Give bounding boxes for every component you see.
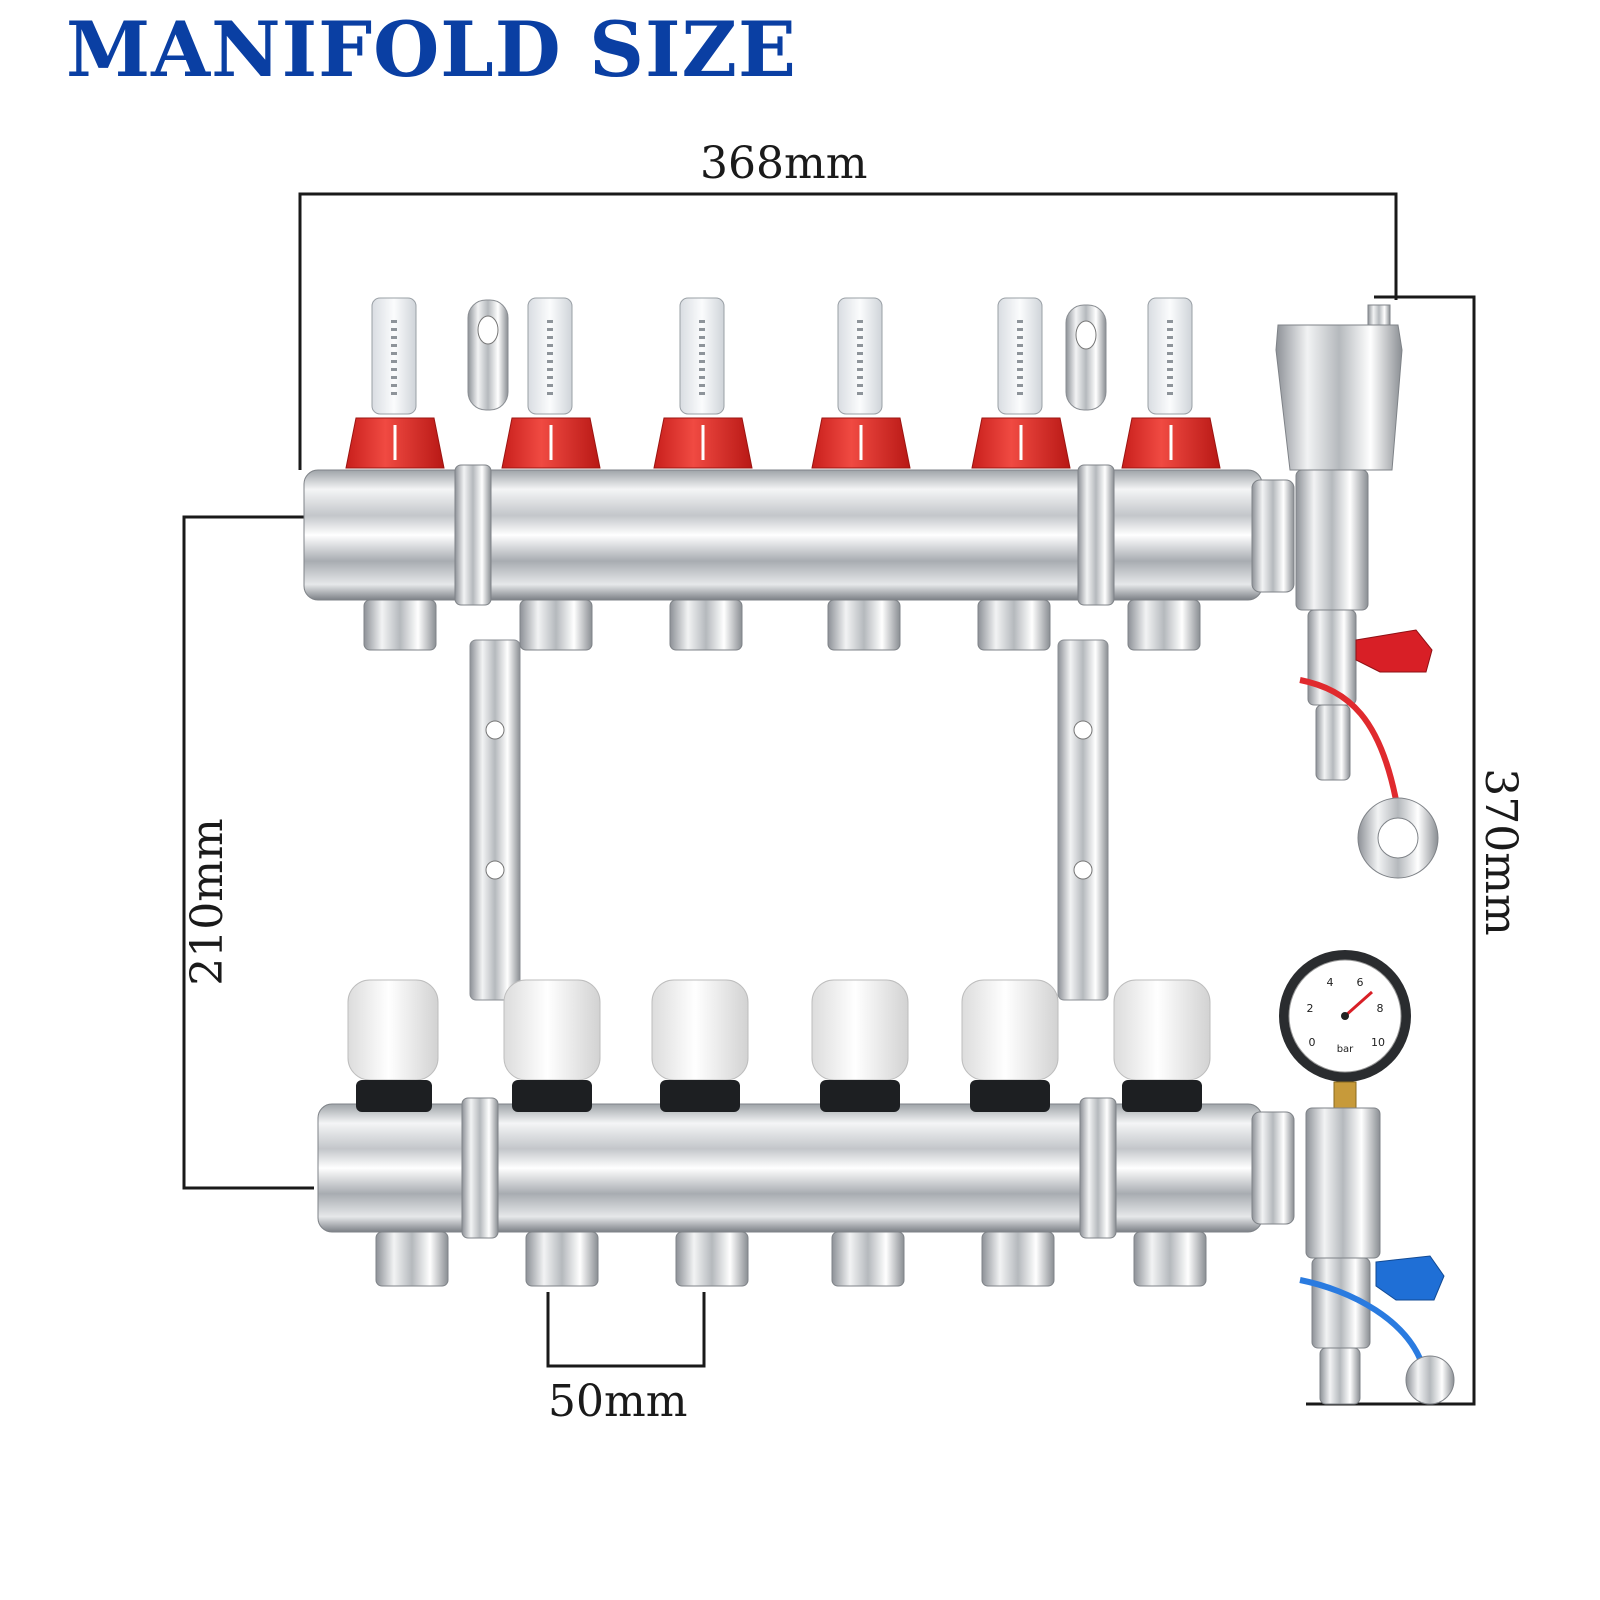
center-distance-label: 210mm [182, 818, 233, 986]
width-dimension-label: 368mm [700, 138, 868, 189]
valve-cap [651, 979, 749, 1112]
pressure-gauge [1279, 950, 1411, 1109]
width-dimension-line [298, 192, 1398, 470]
return-manifold-bar [317, 1097, 1295, 1239]
valve-cap [503, 979, 601, 1112]
supply-drain-valve-handle [1299, 629, 1439, 879]
center-dimension-line [182, 515, 314, 1190]
return-outlets [375, 1231, 1207, 1287]
gauge-tick: 8 [1377, 1002, 1384, 1015]
flowmeter [1121, 297, 1221, 469]
gauge-tick: 4 [1327, 976, 1334, 989]
gauge-labels: 0 2 4 6 8 10 bar [1307, 976, 1386, 1055]
gauge-tick: 2 [1307, 1002, 1314, 1015]
supply-outlets [363, 599, 1201, 651]
height-dimension-line [1306, 295, 1476, 1406]
valve-cap [347, 979, 439, 1112]
supply-manifold-bar [303, 464, 1295, 606]
dimension-lines [182, 192, 1476, 1406]
valve-cap [1113, 979, 1211, 1112]
return-drain-valve [1299, 1107, 1455, 1405]
page-title: MANIFOLD SIZE [66, 5, 797, 94]
valve-cap [961, 979, 1059, 1112]
return-valve-caps [347, 979, 1211, 1112]
spacing-dimension-line [546, 1292, 706, 1368]
air-vent [1275, 304, 1403, 781]
outlet-spacing-label: 50mm [548, 1376, 688, 1427]
flowmeter [971, 297, 1071, 469]
flowmeter [811, 297, 911, 469]
flowmeter [501, 297, 601, 469]
flowmeter [653, 297, 753, 469]
valve-cap [811, 979, 909, 1112]
gauge-tick: 6 [1357, 976, 1364, 989]
height-dimension-label: 370mm [1475, 768, 1526, 936]
gauge-tick: 0 [1309, 1036, 1316, 1049]
gauge-unit: bar [1337, 1044, 1354, 1055]
mounting-brackets [467, 299, 1109, 1001]
flowmeter [345, 297, 445, 469]
flowmeters [345, 297, 1221, 469]
gauge-tick: 10 [1371, 1036, 1385, 1049]
